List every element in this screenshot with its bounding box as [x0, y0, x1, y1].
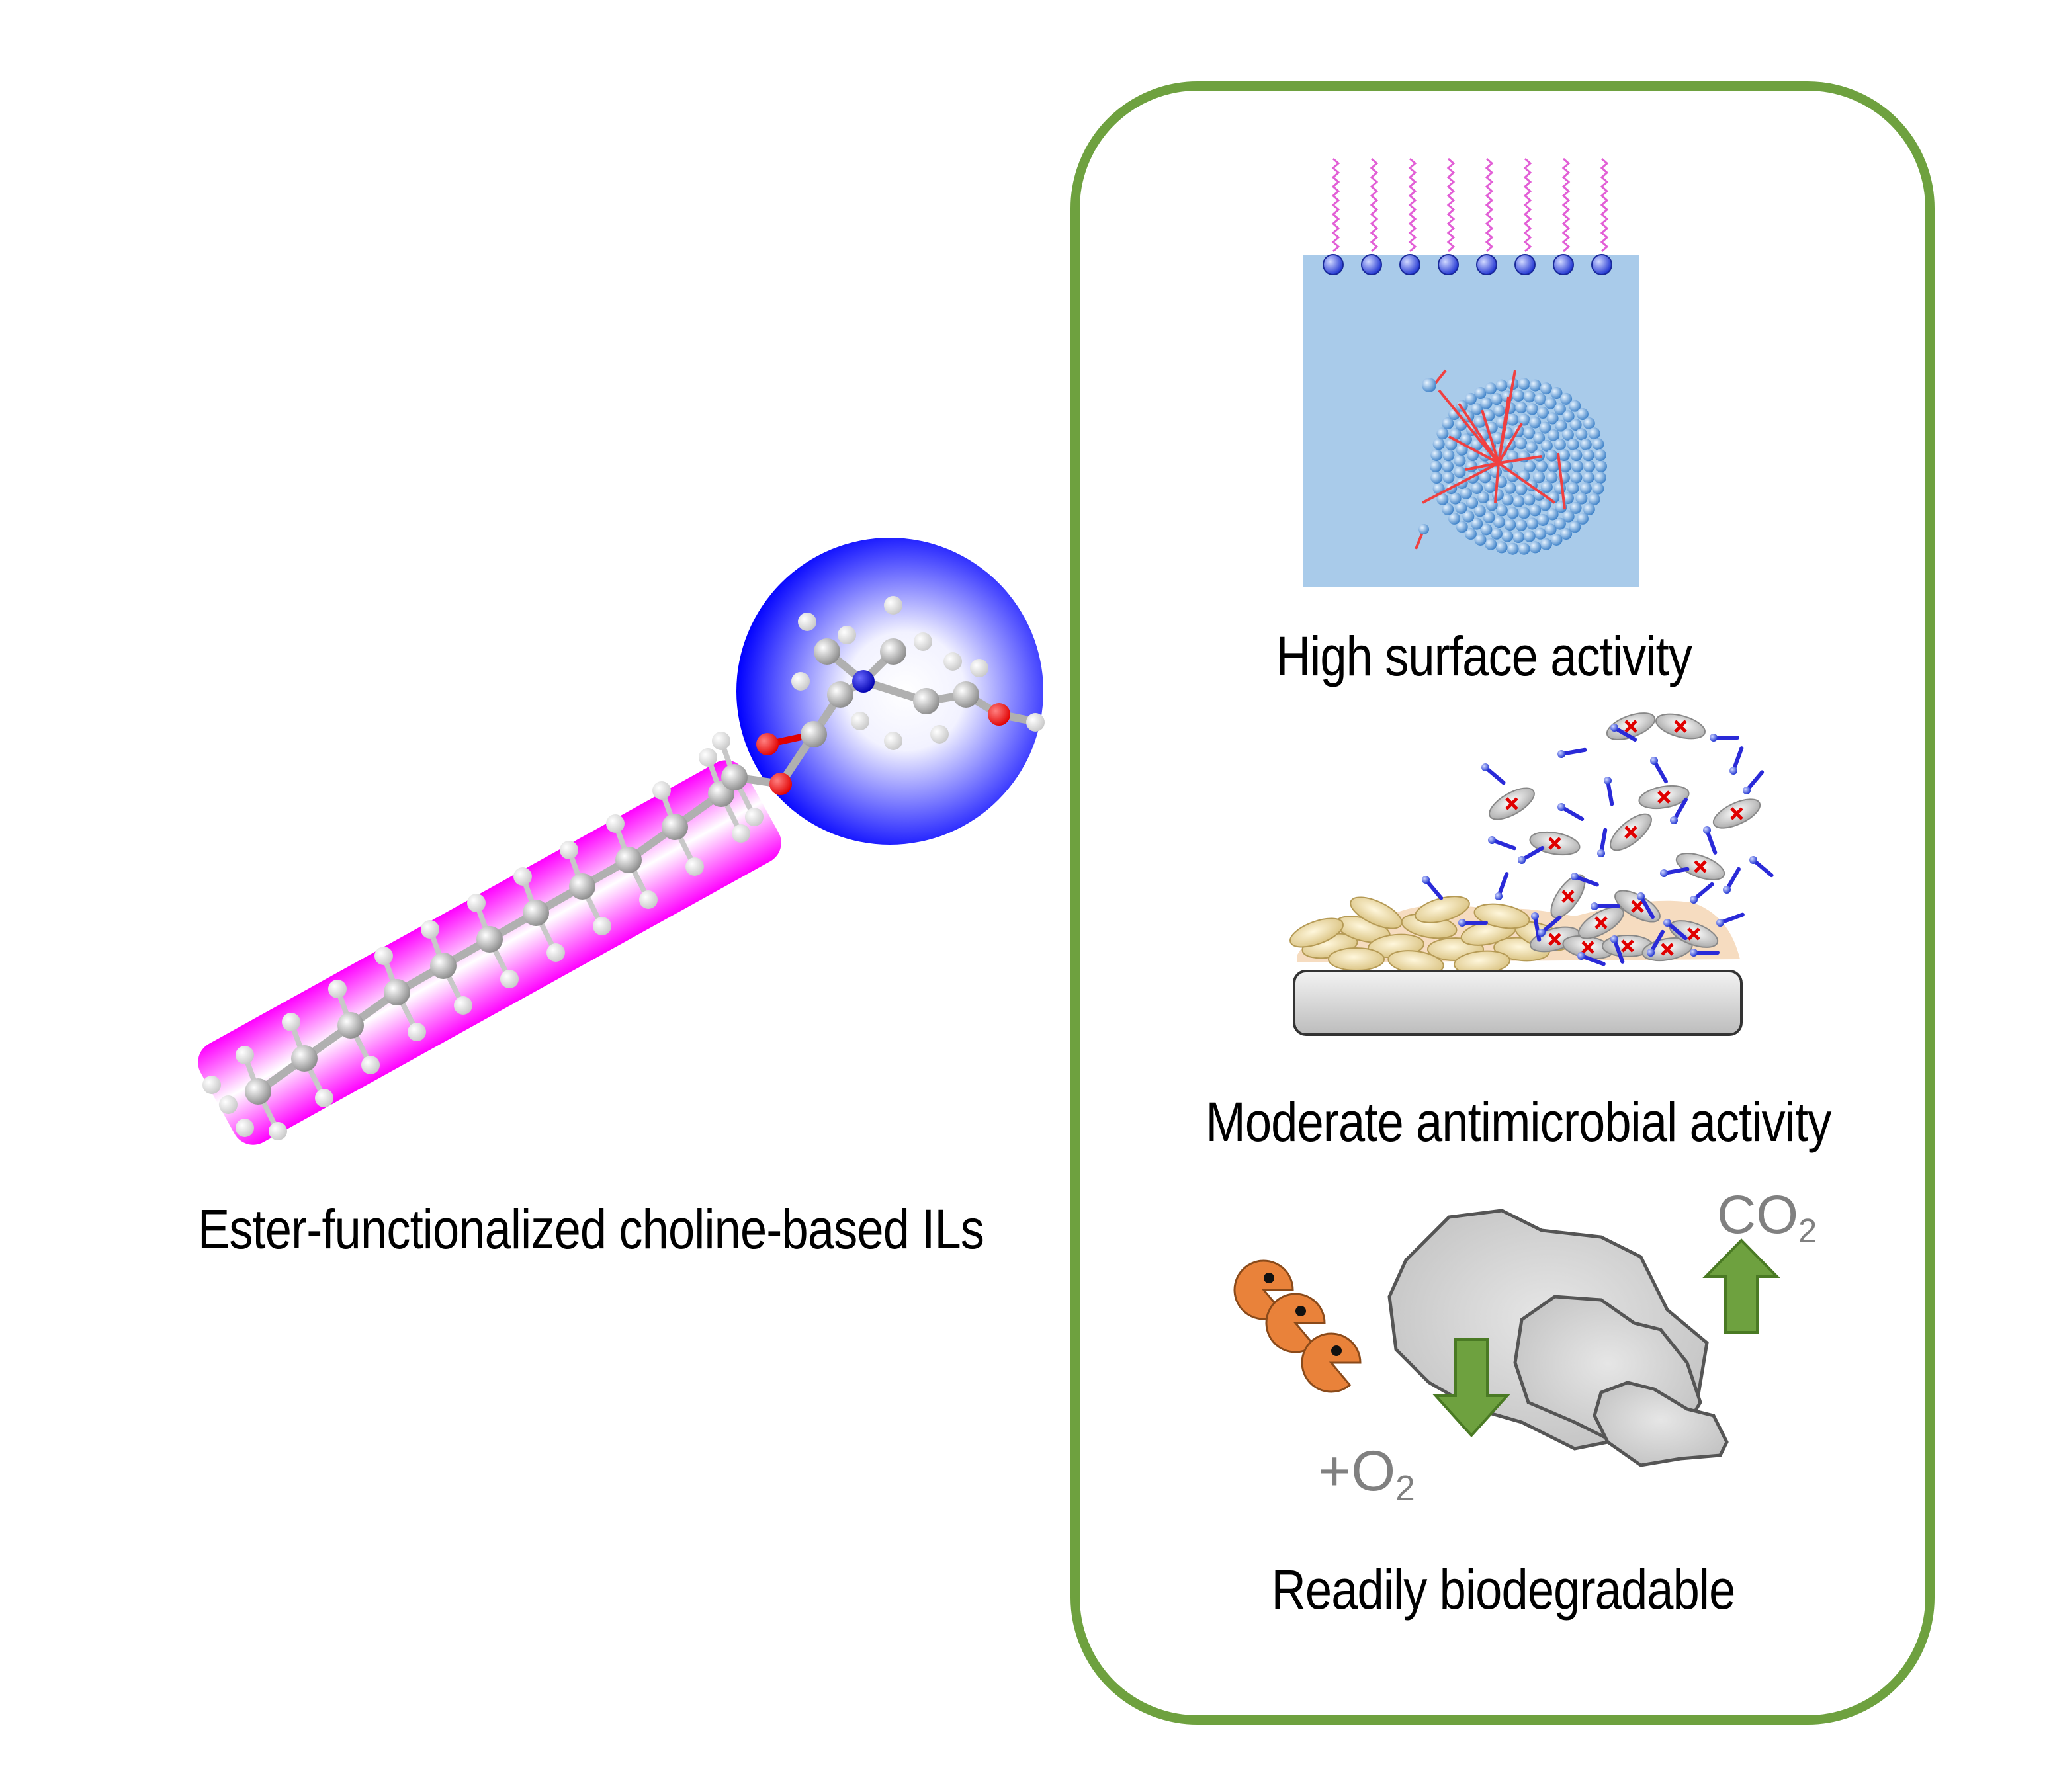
biodegradable-label: Readily biodegradable [1271, 1558, 1736, 1621]
antimicrobial-label: Moderate antimicrobial activity [1205, 1091, 1832, 1153]
co2-label: CO2 [1717, 1185, 1817, 1250]
bacteria-cluster [1289, 896, 1569, 975]
surfactant-tails-at-interface [1331, 157, 1609, 253]
properties-panel [1070, 81, 1935, 1725]
microorganisms-pacman-icons [1233, 1259, 1362, 1393]
ionic-liquid-molecules [1422, 724, 1774, 966]
micelle [1415, 369, 1607, 555]
surfactant-molecule [198, 538, 1045, 1145]
surface-activity-label: High surface activity [1276, 625, 1692, 687]
killed-bacteria [1489, 712, 1761, 962]
ball-and-stick-atoms [202, 596, 1045, 1140]
surface-activity-illustration [1303, 157, 1639, 587]
arrow-down-icon [1432, 1338, 1510, 1437]
left-caption: Ester-functionalized choline-based ILs [197, 1198, 984, 1260]
arrow-up-icon [1702, 1238, 1780, 1334]
surfactant-heads-at-interface [1323, 254, 1612, 275]
rock-small [1593, 1381, 1729, 1467]
o2-label: +O2 [1318, 1439, 1415, 1508]
antimicrobial-illustration [1289, 712, 1774, 1036]
biodegradation-illustration [1233, 1209, 1780, 1467]
substrate-plate [1293, 970, 1743, 1036]
